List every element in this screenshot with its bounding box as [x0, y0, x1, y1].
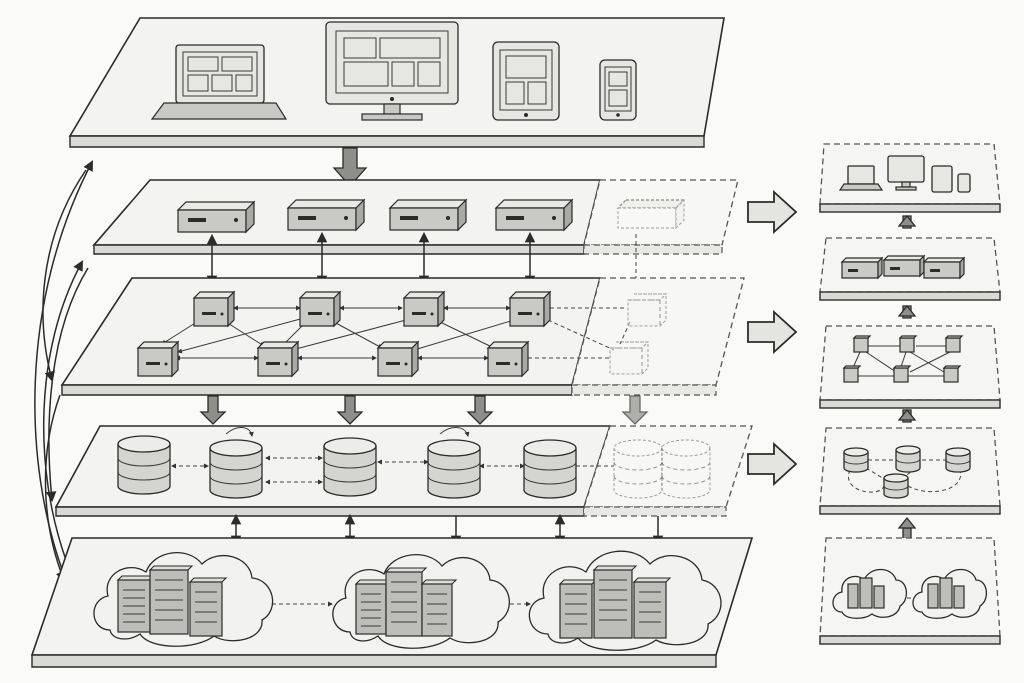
node-cube-icon — [892, 365, 912, 383]
server-rack-icon — [354, 579, 392, 635]
tablet-icon — [931, 165, 953, 193]
node-cube-icon — [508, 290, 552, 328]
ghost-server-box-icon — [616, 198, 686, 230]
node-cube-icon — [256, 340, 300, 378]
database-icon — [523, 439, 577, 499]
arrow-devices-to-gateways — [332, 147, 368, 187]
ghost-node-cube-icon — [609, 341, 650, 375]
arrow-right-icon — [747, 309, 798, 355]
arrows-gateways-to-mesh — [206, 231, 639, 287]
mesh-links — [161, 305, 631, 361]
server-rack-icon — [847, 577, 885, 609]
server-rack-icon — [632, 577, 672, 639]
node-cube-icon — [376, 340, 420, 378]
node-cube-icon — [942, 365, 962, 383]
server-box-icon — [176, 200, 256, 234]
database-icon — [427, 439, 481, 499]
tablet-icon — [492, 41, 560, 121]
feedback-arrows — [34, 160, 93, 591]
arrow-right-icon — [747, 189, 798, 235]
database-links — [171, 427, 614, 485]
node-cube-icon — [486, 340, 530, 378]
server-rack-icon — [558, 579, 598, 639]
server-rack-icon — [116, 575, 156, 633]
monitor-icon — [325, 21, 459, 121]
database-icon — [883, 473, 909, 499]
node-cube-icon — [192, 290, 236, 328]
node-cube-icon — [402, 290, 446, 328]
phone-icon — [599, 59, 637, 121]
arrows-mesh-to-databases — [199, 395, 649, 425]
database-icon — [117, 435, 171, 495]
server-rack-icon — [420, 579, 458, 637]
layer-edge-gateways — [92, 179, 739, 255]
summary-panel-mesh — [819, 325, 1001, 409]
layer-cloud-datacenters — [30, 537, 754, 668]
server-box-icon — [286, 198, 366, 232]
monitor-icon — [887, 155, 925, 191]
server-rack-icon — [384, 567, 428, 637]
summary-panel-databases — [819, 427, 1001, 515]
database-icon — [323, 437, 377, 497]
ghost-database-icon — [661, 439, 711, 499]
layer-database-tier — [54, 425, 753, 517]
server-rack-icon — [592, 565, 638, 639]
summary-panel-gateways — [819, 237, 1001, 301]
phone-icon — [957, 173, 971, 193]
summary-column — [819, 143, 1001, 645]
ghost-node-cube-icon — [627, 293, 668, 327]
server-box-icon — [494, 198, 574, 232]
server-box-icon — [922, 256, 966, 280]
layer-client-devices — [68, 17, 725, 148]
summary-panel-clouds — [819, 537, 1001, 645]
database-icon — [945, 447, 971, 473]
node-cube-icon — [298, 290, 342, 328]
node-cube-icon — [842, 365, 862, 383]
ghost-database-icon — [613, 439, 663, 499]
server-box-icon — [882, 254, 926, 278]
summary-panel-devices — [819, 143, 1001, 213]
node-cube-icon — [898, 335, 918, 353]
laptop-icon — [838, 165, 884, 191]
database-icon — [209, 439, 263, 499]
node-cube-icon — [136, 340, 180, 378]
node-cube-icon — [944, 335, 964, 353]
server-box-icon — [388, 198, 468, 232]
server-rack-icon — [148, 565, 194, 635]
server-rack-icon — [927, 577, 965, 609]
node-cube-icon — [852, 335, 872, 353]
server-box-icon — [840, 256, 884, 280]
database-icon — [843, 447, 869, 473]
arrow-right-icon — [747, 441, 798, 487]
laptop-icon — [150, 44, 288, 120]
server-rack-icon — [188, 577, 228, 637]
database-icon — [895, 445, 921, 473]
layer-compute-mesh — [60, 277, 745, 396]
